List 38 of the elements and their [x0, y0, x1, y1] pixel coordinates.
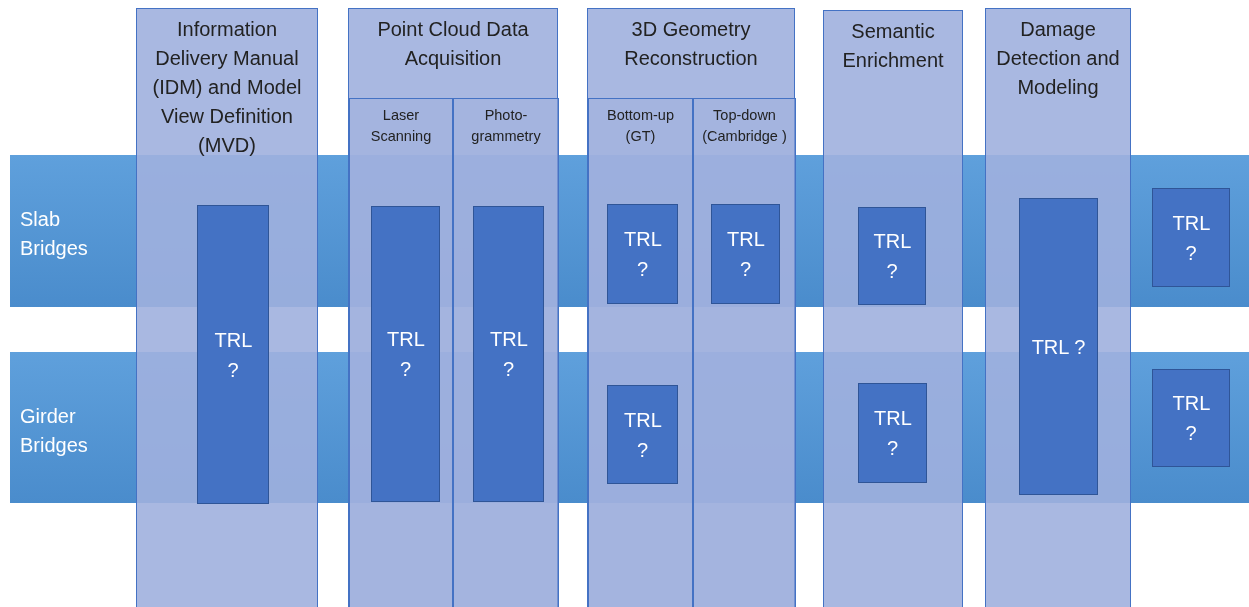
trl-label: TRL ?: [489, 327, 527, 382]
trl-label: TRL ?: [1172, 210, 1210, 266]
subcolumn-panel: [349, 98, 453, 607]
trl-box: [711, 204, 780, 304]
column-heading: Bottom-up (GT): [606, 106, 675, 146]
trl-label: TRL ?: [726, 227, 764, 282]
column-panel: [136, 8, 318, 607]
column-panel: [985, 8, 1131, 607]
trl-box: [1152, 369, 1230, 467]
column-heading: Photo-grammetry: [470, 106, 542, 146]
column-heading: Semantic Enrichment: [841, 19, 945, 73]
column-panel: [348, 8, 558, 607]
row-label: Slab Bridges: [20, 207, 89, 261]
row-label: Girder Bridges: [20, 404, 89, 458]
column-heading: Point Cloud Data Acquisition: [376, 17, 530, 71]
trl-box: [858, 207, 926, 305]
trl-box: [473, 206, 544, 502]
trl-label: TRL ?: [1031, 334, 1086, 360]
trl-label: TRL ?: [214, 327, 252, 383]
trl-label: TRL ?: [873, 229, 911, 284]
column-heading: Top-down (Cambridge ): [701, 106, 788, 146]
column-heading: Damage Detection and Modeling: [995, 17, 1121, 100]
trl-label: TRL ?: [623, 407, 661, 463]
column-heading: Laser Scanning: [369, 106, 433, 146]
trl-box: [197, 205, 269, 504]
trl-box: [1152, 188, 1230, 287]
trl-label: TRL ?: [386, 327, 424, 382]
trl-box: [1019, 198, 1098, 495]
column-heading: Information Delivery Manual (IDM) and Model View Definition (MVD): [151, 17, 303, 158]
trl-box: [607, 204, 678, 304]
trl-box: [371, 206, 440, 502]
subcolumn-panel: [453, 98, 559, 607]
trl-label: TRL ?: [873, 406, 911, 461]
trl-label: TRL ?: [1172, 391, 1210, 446]
column-heading: 3D Geometry Reconstruction: [623, 17, 759, 71]
trl-box: [607, 385, 678, 484]
trl-label: TRL ?: [623, 227, 661, 282]
trl-box: [858, 383, 927, 483]
